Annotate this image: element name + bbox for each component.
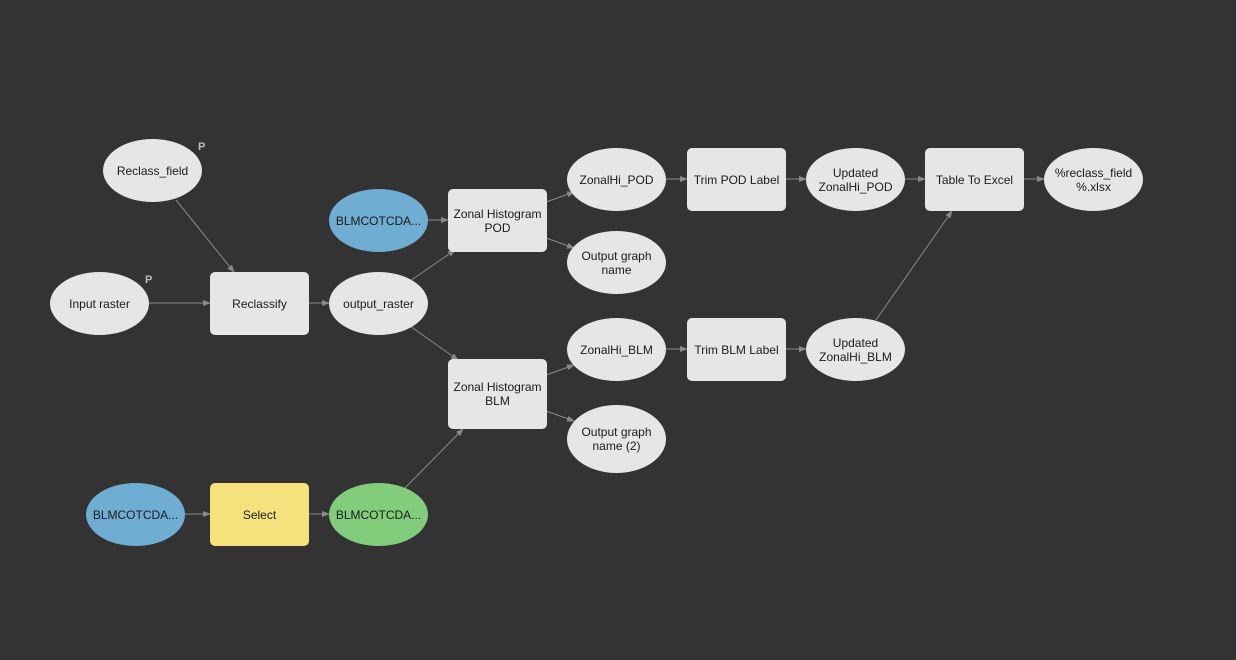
- zonal-histogram-pod-tool[interactable]: Zonal Histogram POD: [448, 189, 547, 252]
- edge-zhpod-zonalhipod: [545, 191, 575, 203]
- node-label: Select: [242, 507, 277, 522]
- node-label: Reclassify: [232, 296, 287, 311]
- blm-input-data-bottom[interactable]: BLMCOTCDA...: [86, 483, 185, 546]
- reclass-field-variable[interactable]: Reclass_field: [103, 139, 202, 202]
- node-label: BLMCOTCDA...: [335, 213, 422, 228]
- node-label: Reclass_field: [116, 163, 189, 178]
- node-label: Zonal Histogram BLM: [453, 380, 542, 408]
- table-to-excel-tool[interactable]: Table To Excel: [925, 148, 1024, 211]
- node-label: Input raster: [69, 296, 130, 311]
- node-label: Updated ZonalHi_POD: [818, 165, 893, 194]
- node-label: Trim POD Label: [693, 172, 780, 187]
- zonalhi-blm-variable[interactable]: ZonalHi_BLM: [567, 318, 666, 381]
- edge-zhpod-outputgraph: [545, 237, 575, 249]
- xlsx-output-variable[interactable]: %reclass_field %.xlsx: [1044, 148, 1143, 211]
- node-label: ZonalHi_POD: [579, 172, 654, 187]
- edge-zhblm-outputgraph2: [545, 410, 575, 422]
- node-label: ZonalHi_BLM: [580, 342, 653, 357]
- blm-input-data-top[interactable]: BLMCOTCDA...: [329, 189, 428, 252]
- zonal-histogram-blm-tool[interactable]: Zonal Histogram BLM: [448, 359, 547, 429]
- output-graph-name-2-variable[interactable]: Output graph name (2): [567, 405, 666, 473]
- trim-pod-label-tool[interactable]: Trim POD Label: [687, 148, 786, 211]
- node-label: Zonal Histogram POD: [453, 206, 542, 235]
- blm-selected-output[interactable]: BLMCOTCDA...: [329, 483, 428, 546]
- node-label: Output graph name (2): [581, 425, 652, 453]
- output-raster-variable[interactable]: output_raster: [329, 272, 428, 335]
- parameter-marker: P: [145, 274, 153, 286]
- input-raster-variable[interactable]: Input raster: [50, 272, 149, 335]
- edge-reclassfield-reclassify: [175, 199, 235, 273]
- parameter-marker: P: [198, 141, 206, 153]
- node-label: Updated ZonalHi_BLM: [819, 335, 892, 364]
- updated-zonalhi-pod-variable[interactable]: Updated ZonalHi_POD: [806, 148, 905, 211]
- output-graph-name-variable[interactable]: Output graph name: [567, 231, 666, 294]
- node-label: BLMCOTCDA...: [92, 507, 179, 522]
- updated-zonalhi-blm-variable[interactable]: Updated ZonalHi_BLM: [806, 318, 905, 381]
- edge-blmselected-zhblm: [404, 428, 464, 489]
- node-label: Trim BLM Label: [694, 342, 779, 357]
- select-tool[interactable]: Select: [210, 483, 309, 546]
- edge-updatedblm-tabletoexcel: [875, 210, 953, 321]
- node-label: BLMCOTCDA...: [335, 507, 422, 522]
- node-label: %reclass_field %.xlsx: [1054, 165, 1133, 194]
- edge-outputraster-zhpod: [409, 249, 456, 282]
- trim-blm-label-tool[interactable]: Trim BLM Label: [687, 318, 786, 381]
- reclassify-tool[interactable]: Reclassify: [210, 272, 309, 335]
- edge-outputraster-zhblm: [409, 325, 459, 361]
- zonalhi-pod-variable[interactable]: ZonalHi_POD: [567, 148, 666, 211]
- node-label: Table To Excel: [935, 172, 1014, 187]
- edge-zhblm-zonalhiblm: [545, 364, 575, 376]
- node-label: Output graph name: [581, 248, 652, 277]
- node-label: output_raster: [343, 296, 414, 311]
